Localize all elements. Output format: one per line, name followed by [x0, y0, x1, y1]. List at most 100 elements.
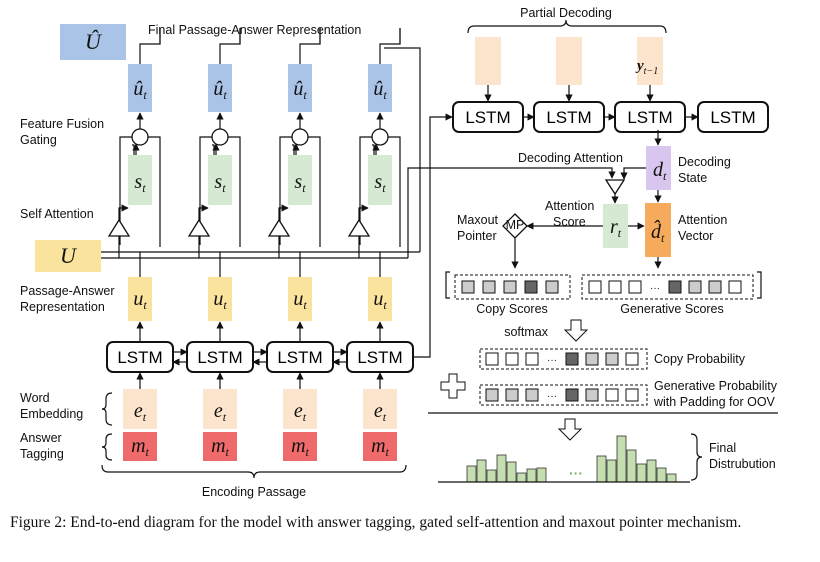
u-hat-symbol: ût [373, 78, 387, 102]
final-passage-answer-representation: Û Final Passage-Answer Representation [60, 23, 361, 60]
u-symbol: ut [213, 288, 227, 312]
e-symbol: et [134, 400, 147, 424]
lstm-label: LSTM [277, 348, 322, 367]
encoder-lstm: LSTM [266, 341, 334, 373]
attention-feed-wire [407, 167, 616, 258]
copy-probability-cell [505, 352, 519, 366]
partial-decoding-label: Partial Decoding [520, 6, 612, 20]
generative-score-ellipsis: ··· [650, 283, 660, 294]
d-to-attention-wire [620, 167, 646, 180]
s-symbol: st [214, 171, 226, 195]
lstm-label: LSTM [117, 348, 162, 367]
embedding-label: Embedding [20, 407, 83, 421]
generative-score-cell [668, 280, 682, 294]
softmax-arrow [563, 319, 589, 342]
attention-to-s [198, 204, 209, 220]
generative-probability-ellipsis: ··· [547, 391, 557, 402]
gate-right-input [388, 136, 401, 247]
copy-probability-cell [585, 352, 599, 366]
state-label: State [678, 171, 707, 185]
e-box [123, 389, 157, 429]
s-symbol: st [294, 171, 306, 195]
u-box [128, 277, 152, 321]
gate-left-input [359, 136, 372, 245]
decoder-lstm: LSTM [452, 101, 524, 133]
distribution-bar [666, 473, 677, 483]
distribution-bar [646, 459, 657, 483]
m-box [283, 432, 317, 461]
partial-decoding-input-box [556, 37, 582, 85]
generative-probability-cell [525, 388, 539, 402]
s-symbol: st [374, 171, 386, 195]
copy-probability-cell [625, 352, 639, 366]
e-symbol: et [294, 400, 307, 424]
distribution-bar [636, 463, 647, 483]
lstm-label: LSTM [357, 348, 402, 367]
generative-probability-cell [565, 388, 579, 402]
u-hat-box [208, 64, 232, 112]
decoder-lstm: LSTM [533, 101, 605, 133]
final-distribution-brace [690, 433, 703, 481]
representation-label: Representation [20, 300, 105, 314]
distribution-bar [616, 435, 627, 483]
u-box [368, 277, 392, 321]
attention-vector-label-2: Vector [678, 229, 713, 243]
s-to-gate-left [372, 144, 375, 155]
self-attention-triangle [107, 218, 131, 237]
s-to-gate-left [292, 144, 295, 155]
attention-score-box [603, 204, 628, 248]
distribution-bar [516, 472, 527, 483]
U-hat-box [60, 24, 126, 60]
u-hat-box [288, 64, 312, 112]
self-attention-triangle [347, 218, 371, 237]
lstm-label: LSTM [546, 108, 591, 127]
partial-decoding-brace [467, 19, 667, 34]
copy-scores-frame [454, 274, 571, 300]
generative-probability-cell [505, 388, 519, 402]
U-box [35, 240, 101, 272]
final-label: Final [709, 441, 736, 455]
partial-decoding-input-box [475, 37, 501, 85]
decoder-lstm: LSTM [697, 101, 769, 133]
generative-probability-cell [605, 388, 619, 402]
distribution-bar [476, 459, 487, 483]
generative-scores-label: Generative Scores [620, 302, 724, 316]
final-passage-answer-label: Final Passage-Answer Representation [148, 23, 361, 37]
copy-probability-label: Copy Probability [654, 352, 746, 366]
encoder-to-decoder-wire [407, 113, 453, 358]
softmax-label: softmax [504, 325, 549, 339]
embedding-brace [101, 392, 113, 426]
fusion-gate-circle [371, 128, 389, 146]
model-diagram: Û Final Passage-Answer Representation Fe… [20, 6, 778, 499]
encoder-lstm: LSTM [106, 341, 174, 373]
decoding-state-box [646, 146, 671, 190]
copy-probability-cell [605, 352, 619, 366]
generative-score-cell [728, 280, 742, 294]
copy-probability-cell [525, 352, 539, 366]
attention-vector-label-1: Attention [678, 213, 727, 227]
d-symbol: dt [653, 159, 667, 183]
decoding-attention-triangle [604, 179, 626, 196]
e-box [203, 389, 237, 429]
histogram-ellipsis: ··· [569, 465, 583, 481]
m-symbol: mt [291, 435, 309, 459]
self-attention-triangle [187, 218, 211, 237]
fusion-gate-circle [291, 128, 309, 146]
U-hat-symbol: Û [85, 29, 103, 54]
copy-probability-cell [485, 352, 499, 366]
distribution-bar [596, 455, 607, 483]
encoder-lstm: LSTM [346, 341, 414, 373]
m-box [123, 432, 157, 461]
plus-icon [440, 373, 466, 399]
u-hat-box [368, 64, 392, 112]
distribution-bar [496, 454, 507, 483]
m-box [363, 432, 397, 461]
distribution-bar [606, 459, 617, 483]
gate-right-input [148, 136, 161, 247]
generative-probability-cell [485, 388, 499, 402]
m-symbol: mt [131, 435, 149, 459]
generative-score-cell [628, 280, 642, 294]
m-box [203, 432, 237, 461]
